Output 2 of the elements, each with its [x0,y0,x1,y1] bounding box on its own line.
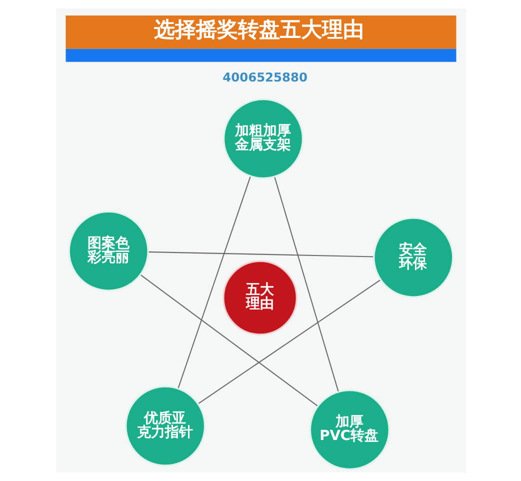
label: 4006525880 [222,70,307,84]
diagram-title: 选择摇奖转盘五大理由 [154,16,364,42]
